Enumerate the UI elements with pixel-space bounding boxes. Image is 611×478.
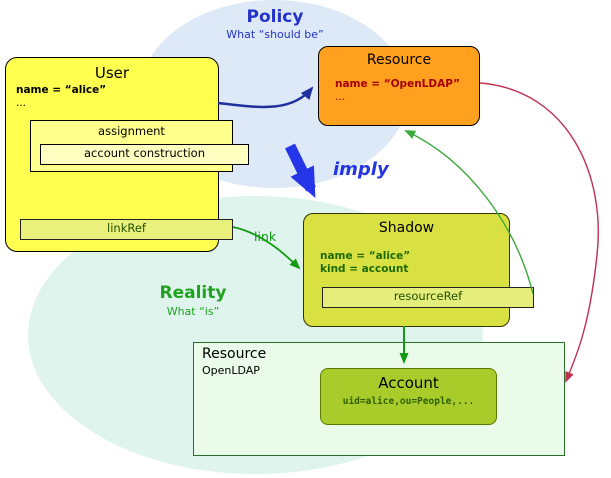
linkref-box: linkRef xyxy=(20,219,233,240)
account-node: Account uid=alice,ou=People,... xyxy=(320,368,497,425)
imply-arrow-label: imply xyxy=(333,159,389,180)
reality-subtitle: What “is” xyxy=(166,305,220,318)
shadow-node-attributes: name = “alice” kind = account xyxy=(320,250,410,276)
resourceref-label: resourceRef xyxy=(393,289,463,303)
real-resource-title: Resource xyxy=(202,346,267,362)
shadow-attr-kind: kind = account xyxy=(320,263,409,275)
user-attr-name: name = “alice” xyxy=(16,84,107,96)
linkref-label: linkRef xyxy=(107,221,146,235)
shadow-node-title: Shadow xyxy=(378,220,435,236)
user-attr-ellipsis: ... xyxy=(16,97,27,109)
reality-title: Reality xyxy=(159,283,227,303)
resource-definition-node: Resource name = “OpenLDAP” ... xyxy=(318,46,480,126)
user-node-attributes: name = “alice” ... xyxy=(16,84,106,110)
resourceref-box: resourceRef xyxy=(322,287,534,308)
resource-definition-title: Resource xyxy=(366,52,432,68)
account-construction-label: account construction xyxy=(84,146,205,160)
account-construction-box: account construction xyxy=(40,144,249,165)
link-arrow-label: link xyxy=(254,229,277,244)
policy-title: Policy xyxy=(246,7,304,27)
account-node-title: Account xyxy=(378,374,439,392)
real-resource-subtitle: OpenLDAP xyxy=(202,364,260,377)
assignment-label: assignment xyxy=(98,124,165,138)
resource-attr-ellipsis: ... xyxy=(335,91,346,103)
policy-subtitle: What “should be” xyxy=(226,28,324,41)
shadow-attr-name: name = “alice” xyxy=(320,250,411,262)
shadow-node: Shadow name = “alice” kind = account xyxy=(303,213,510,327)
resource-definition-attributes: name = “OpenLDAP” ... xyxy=(335,78,460,104)
account-dn: uid=alice,ou=People,... xyxy=(342,396,475,407)
resource-attr-name: name = “OpenLDAP” xyxy=(335,78,460,90)
user-node-title: User xyxy=(94,64,130,82)
